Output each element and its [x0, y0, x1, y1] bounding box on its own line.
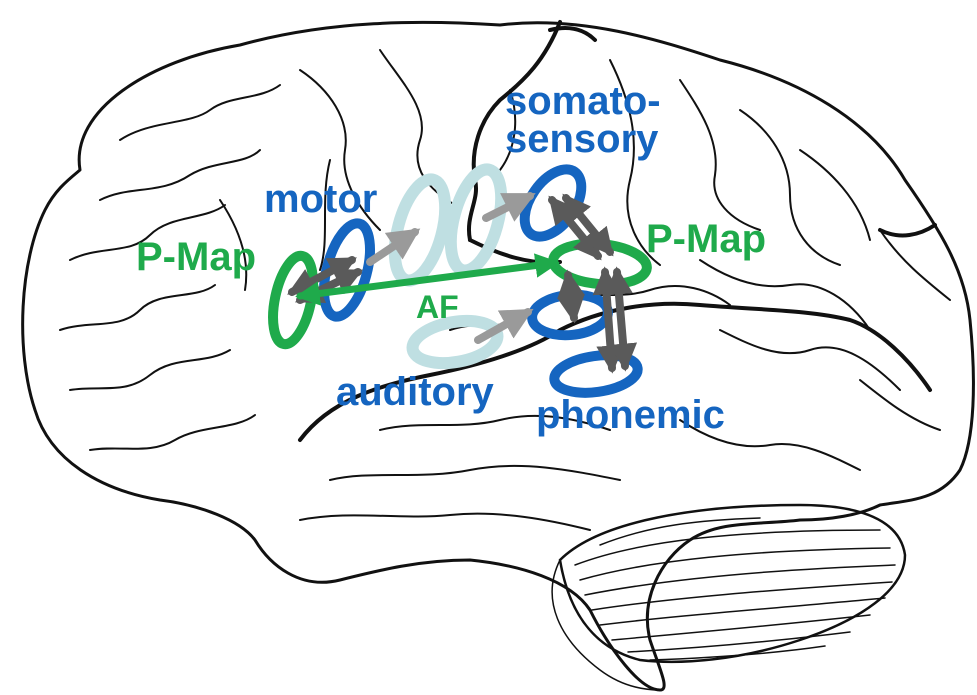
- pmap-right-label: P-Map: [646, 217, 766, 261]
- pmap-left-label: P-Map: [136, 235, 256, 279]
- intermediate-ellipse-1: [385, 174, 454, 286]
- somatosensory-label-line2: sensory: [505, 117, 659, 161]
- auditory-label: auditory: [336, 370, 495, 414]
- intermediate-ellipse-2: [441, 164, 510, 276]
- motor-label: motor: [264, 177, 377, 221]
- phonemic-label: phonemic: [536, 393, 725, 437]
- cerebellum-icon: [552, 505, 905, 690]
- intermediate-ellipses: [385, 164, 510, 369]
- pmap-left-ellipse: [266, 252, 320, 348]
- af-label: AF: [416, 289, 459, 325]
